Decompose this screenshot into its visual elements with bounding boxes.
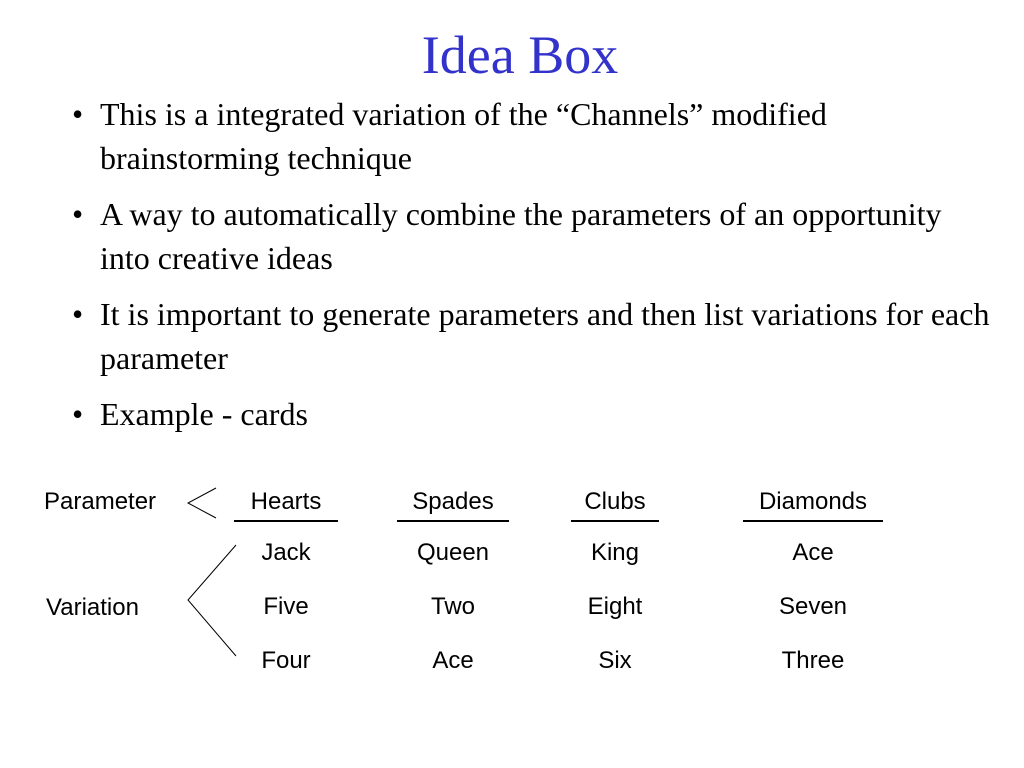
bullet-marker: • xyxy=(72,196,84,232)
bullet-marker: • xyxy=(72,396,84,432)
bullet-marker: • xyxy=(72,296,84,332)
bullet-item: • This is a integrated variation of the “… xyxy=(72,92,992,180)
header-underline xyxy=(234,520,338,522)
header-underline xyxy=(571,520,659,522)
bracket-lines xyxy=(186,487,237,657)
example-table: Parameter Variation Hearts Jack Five Fou… xyxy=(0,470,1024,700)
bullet-item: • Example - cards xyxy=(72,392,992,436)
variation-cell: King xyxy=(590,539,640,566)
bullet-text: A way to automatically combine the param… xyxy=(100,196,942,276)
header-underline xyxy=(743,520,883,522)
column-header: Diamonds xyxy=(758,488,868,515)
variation-cell: Four xyxy=(261,647,311,674)
variation-cell: Two xyxy=(430,593,475,620)
column-diamonds: Diamonds Ace Seven Three xyxy=(733,486,893,688)
bullet-item: • It is important to generate parameters … xyxy=(72,292,992,380)
parameter-label: Parameter xyxy=(44,488,157,515)
parameter-bracket xyxy=(186,487,217,519)
column-hearts: Hearts Jack Five Four xyxy=(206,486,366,688)
bullet-marker: • xyxy=(72,96,84,132)
variation-cell: Three xyxy=(781,647,845,674)
column-header: Spades xyxy=(412,488,494,515)
bullet-list: • This is a integrated variation of the “… xyxy=(72,92,992,448)
bullet-text: Example - cards xyxy=(100,396,308,432)
variation-cell: Ace xyxy=(432,647,474,674)
variation-cell: Five xyxy=(263,593,309,620)
column-header: Hearts xyxy=(250,488,322,515)
bullet-text: This is a integrated variation of the “C… xyxy=(100,96,827,176)
variation-cell: Seven xyxy=(778,593,848,620)
bullet-text: It is important to generate parameters a… xyxy=(100,296,990,376)
variation-cell: Six xyxy=(598,647,632,674)
column-spades: Spades Queen Two Ace xyxy=(373,486,533,688)
header-underline xyxy=(397,520,509,522)
variation-cell: Queen xyxy=(416,539,490,566)
variation-bracket xyxy=(187,544,237,657)
variation-cell: Eight xyxy=(587,593,643,620)
bullet-item: • A way to automatically combine the para… xyxy=(72,192,992,280)
variation-cell: Jack xyxy=(261,539,311,566)
slide-title: Idea Box xyxy=(421,25,619,85)
column-clubs: Clubs King Eight Six xyxy=(535,486,695,688)
column-header: Clubs xyxy=(584,488,646,515)
variation-label: Variation xyxy=(46,594,139,621)
variation-cell: Ace xyxy=(792,539,834,566)
